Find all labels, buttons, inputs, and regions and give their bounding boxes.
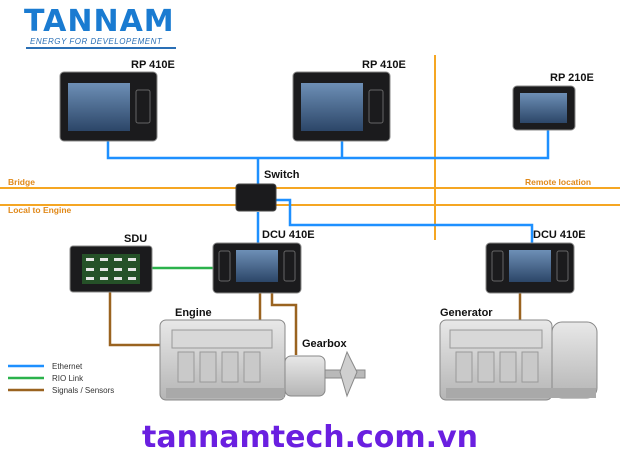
engine-illustration — [159, 319, 286, 401]
switch-box — [235, 183, 277, 212]
generator-label: Generator — [440, 307, 493, 319]
dcu410e-unit-1 — [212, 242, 302, 294]
rp410e-label-1: RP 410E — [131, 59, 175, 71]
legend-ethernet-label: Ethernet — [52, 362, 83, 371]
switch-label: Switch — [264, 169, 300, 181]
ethernet-links — [106, 130, 550, 244]
brand-tagline: ENERGY FOR DEVELOPEMENT — [30, 37, 163, 46]
rp410e-label-2: RP 410E — [362, 59, 406, 71]
engine-label: Engine — [175, 307, 212, 319]
dcu410e-label-1: DCU 410E — [262, 229, 315, 241]
gearbox-illustration — [284, 350, 366, 398]
signal-links — [108, 292, 522, 355]
ethernet-rp-bus — [106, 130, 550, 160]
signal-sdu-engine — [108, 292, 162, 347]
sdu-unit — [69, 245, 153, 293]
rp210e-panel — [512, 85, 576, 131]
dcu410e-unit-2 — [485, 242, 575, 294]
generator-illustration — [439, 319, 598, 401]
local-engine-label: Local to Engine — [8, 205, 72, 215]
remote-location-label: Remote location — [525, 177, 591, 187]
sdu-label: SDU — [124, 233, 147, 245]
logo-underline — [26, 47, 176, 49]
brand-logo: TANNAM — [24, 4, 175, 39]
legend-signal-label: Signals / Sensors — [52, 386, 114, 395]
rp210e-label: RP 210E — [550, 72, 594, 84]
ethernet-switch-dcu2 — [268, 198, 534, 244]
dcu410e-label-2: DCU 410E — [533, 229, 586, 241]
website-url[interactable]: tannamtech.com.vn — [142, 420, 478, 455]
rp410e-panel-2 — [292, 71, 391, 142]
rp410e-panel-1 — [59, 71, 158, 142]
legend-rio-label: RIO Link — [52, 374, 84, 383]
signal-dcu1-gearbox — [270, 292, 298, 355]
bridge-label: Bridge — [8, 177, 35, 187]
gearbox-label: Gearbox — [302, 338, 348, 350]
